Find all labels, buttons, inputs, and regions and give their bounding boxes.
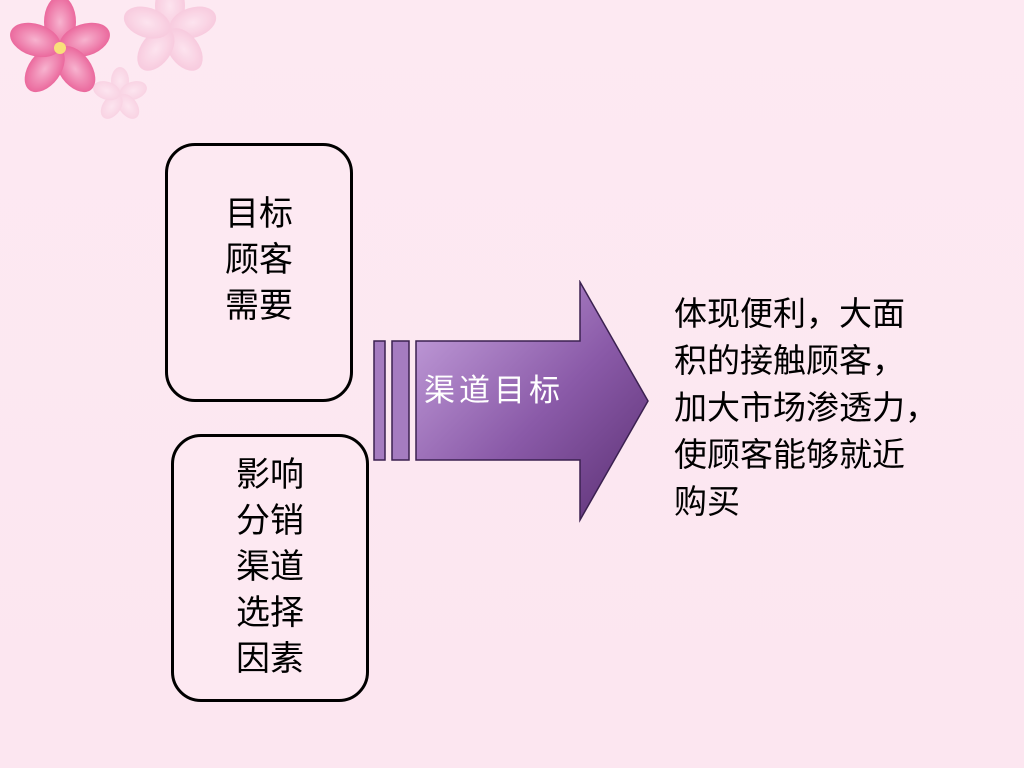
channel-goal-label: 渠道目标 <box>424 373 564 409</box>
channel-selection-factors-text: 影响 分销 渠道 选择 因素 <box>236 455 304 679</box>
channel-selection-factors-box: 影响 分销 渠道 选择 因素 <box>171 434 369 702</box>
target-customer-needs-box: 目标 顾客 需要 <box>165 143 353 402</box>
channel-goal-arrow-icon <box>373 280 649 523</box>
cherry-blossom-decoration-icon <box>10 0 217 119</box>
channel-goal-description: 体现便利，大面 积的接触顾客， 加大市场渗透力， 使顾客能够就近 购买 <box>674 294 938 521</box>
target-customer-needs-text: 目标 顾客 需要 <box>225 194 293 326</box>
